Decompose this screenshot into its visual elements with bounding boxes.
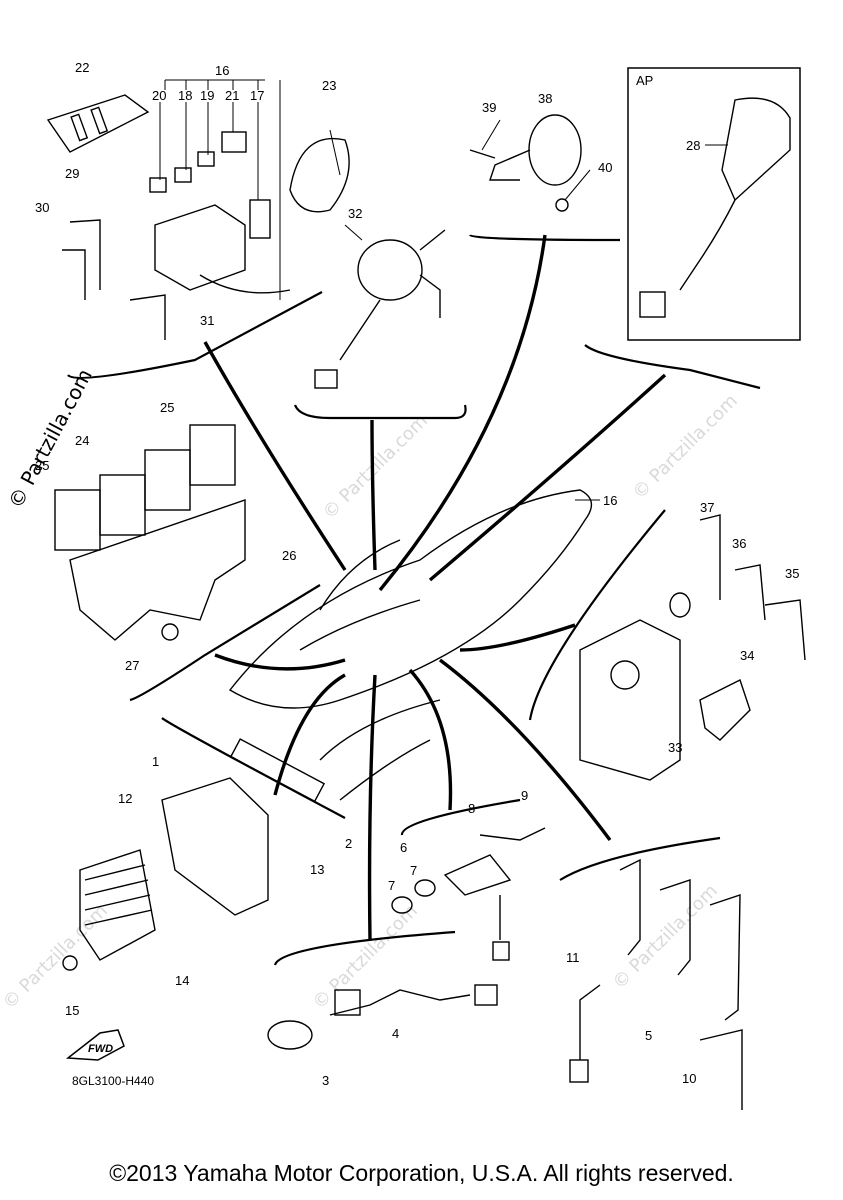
callout-25: 25 <box>35 458 49 473</box>
callout-9: 9 <box>521 788 528 803</box>
watermark-text: © Partzilla.com <box>629 390 742 503</box>
callout-36: 36 <box>732 536 746 551</box>
callout-30: 30 <box>35 200 49 215</box>
callout-27: 27 <box>125 658 139 673</box>
callout-19: 19 <box>200 88 214 103</box>
ap-inset-label: AP <box>636 73 653 88</box>
copyright-notice: ©2013 Yamaha Motor Corporation, U.S.A. A… <box>109 1160 734 1186</box>
callout-7: 7 <box>410 863 417 878</box>
callout-3: 3 <box>322 1073 329 1088</box>
watermark-text: © Partzilla.com <box>0 900 112 1013</box>
callout-39: 39 <box>482 100 496 115</box>
callout-34: 34 <box>740 648 754 663</box>
callout-18: 18 <box>178 88 192 103</box>
callout-28: 28 <box>686 138 700 153</box>
watermark-text: © Partzilla.com <box>309 900 422 1013</box>
diagram-code: 8GL3100-H440 <box>72 1074 154 1088</box>
callout-40: 40 <box>598 160 612 175</box>
callout-1: 1 <box>152 754 159 769</box>
callout-20: 20 <box>152 88 166 103</box>
callout-25: 25 <box>160 400 174 415</box>
callout-37: 37 <box>700 500 714 515</box>
callout-26: 26 <box>282 548 296 563</box>
callout-8: 8 <box>468 801 475 816</box>
callout-4: 4 <box>392 1026 399 1041</box>
callout-31: 31 <box>200 313 214 328</box>
callout-11: 11 <box>566 950 580 965</box>
callout-21: 21 <box>225 88 239 103</box>
callout-2: 2 <box>345 836 352 851</box>
callout-32: 32 <box>348 206 362 221</box>
callout-24: 24 <box>75 433 89 448</box>
callout-12: 12 <box>118 791 132 806</box>
callout-16: 16 <box>215 63 229 78</box>
part-drawings <box>46 94 806 1110</box>
callout-17: 17 <box>250 88 264 103</box>
fwd-label: FWD <box>88 1043 113 1055</box>
callout-22: 22 <box>75 60 89 75</box>
ap-inset-box <box>627 67 801 341</box>
callout-23: 23 <box>322 78 336 93</box>
callout-13: 13 <box>310 862 324 877</box>
callout-lines <box>159 79 728 501</box>
callout-7: 7 <box>388 878 395 893</box>
fwd-arrow: FWD <box>65 1029 125 1061</box>
callout-33: 33 <box>668 740 682 755</box>
watermark-text: © Partzilla.com <box>609 880 722 993</box>
callout-6: 6 <box>400 840 407 855</box>
callout-5: 5 <box>645 1028 652 1043</box>
callouts: 1 2 3 4 5 6 7 7 8 9 10 11 12 13 14 15 16… <box>35 60 799 1088</box>
group-brackets <box>67 234 761 966</box>
watermark-text: © Partzilla.com <box>319 410 432 523</box>
callout-35: 35 <box>785 566 799 581</box>
leader-lines <box>203 234 667 941</box>
callout-15: 15 <box>65 1003 79 1018</box>
callout-10: 10 <box>682 1071 696 1086</box>
callout-38: 38 <box>538 91 552 106</box>
callout-14: 14 <box>175 973 189 988</box>
callout-29: 29 <box>65 166 79 181</box>
callout-16: 16 <box>603 493 617 508</box>
